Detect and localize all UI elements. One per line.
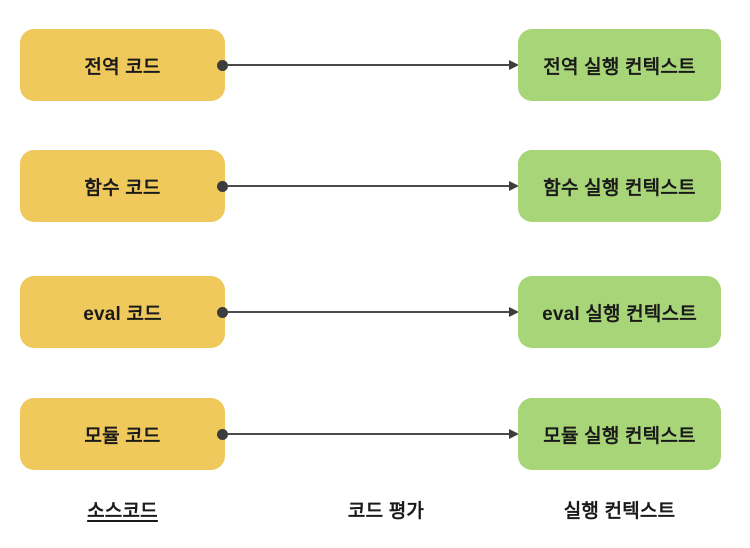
- connector-line: [227, 185, 510, 187]
- source-box-module-label: 모듈 코드: [84, 425, 161, 447]
- target-box-function: 함수 실행 컨텍스트: [518, 150, 721, 222]
- source-box-global-label: 전역 코드: [84, 56, 161, 78]
- arrowhead-icon: [509, 60, 519, 70]
- source-box-global: 전역 코드: [20, 29, 225, 101]
- target-box-module-label: 모듈 실행 컨텍스트: [543, 425, 696, 447]
- connector-line: [227, 64, 510, 66]
- target-box-function-label: 함수 실행 컨텍스트: [543, 177, 696, 199]
- target-box-eval: eval 실행 컨텍스트: [518, 276, 721, 348]
- connector-dot-icon: [217, 428, 228, 440]
- source-box-function-label: 함수 코드: [84, 177, 161, 199]
- connector-dot-icon: [217, 306, 228, 318]
- arrowhead-icon: [509, 429, 519, 439]
- connector-line: [227, 311, 510, 313]
- flow-connector-module: [217, 428, 519, 440]
- source-box-eval: eval 코드: [20, 276, 225, 348]
- connector-dot-icon: [217, 180, 228, 192]
- arrowhead-icon: [509, 181, 519, 191]
- footer-label-source-code: 소스코드: [87, 501, 158, 522]
- target-box-global: 전역 실행 컨텍스트: [518, 29, 721, 101]
- target-box-eval-label: eval 실행 컨텍스트: [542, 303, 697, 325]
- flow-connector-eval: [217, 306, 519, 318]
- connector-line: [227, 433, 510, 435]
- source-box-module: 모듈 코드: [20, 398, 225, 470]
- target-box-global-label: 전역 실행 컨텍스트: [543, 56, 696, 78]
- source-box-function: 함수 코드: [20, 150, 225, 222]
- flow-connector-global: [217, 59, 519, 71]
- arrowhead-icon: [509, 307, 519, 317]
- source-box-eval-label: eval 코드: [83, 303, 162, 325]
- footer-label-execution-context: 실행 컨텍스트: [563, 501, 676, 522]
- target-box-module: 모듈 실행 컨텍스트: [518, 398, 721, 470]
- connector-dot-icon: [217, 59, 228, 71]
- flow-connector-function: [217, 180, 519, 192]
- footer-label-code-evaluation: 코드 평가: [347, 501, 425, 522]
